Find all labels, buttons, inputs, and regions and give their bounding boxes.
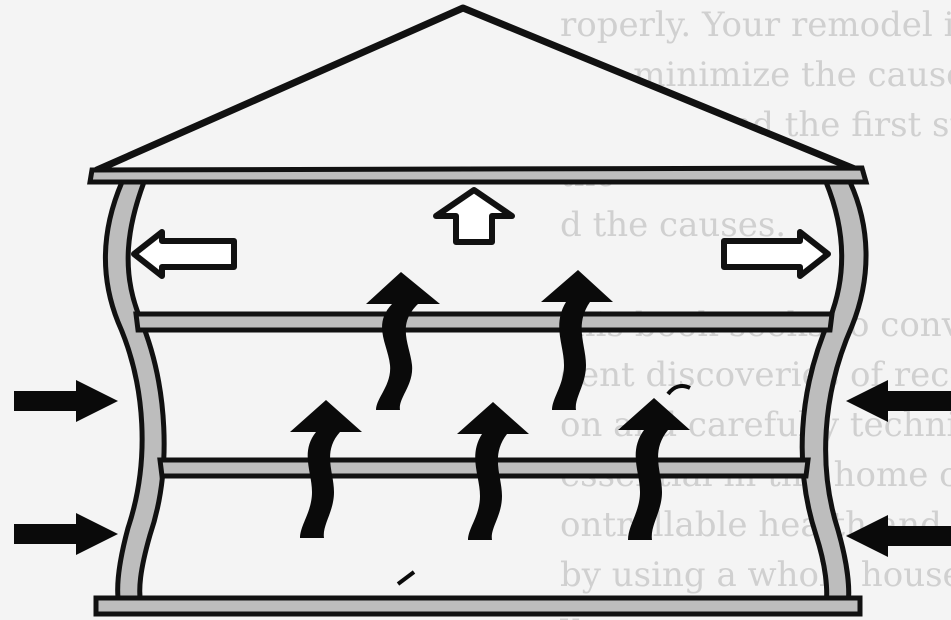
left-pointing-arrow-icon <box>846 380 951 422</box>
arrow-flick-mark <box>668 386 690 394</box>
up-hollow-arrow-icon <box>436 190 512 242</box>
hollow-arrows <box>134 190 828 276</box>
roof-eave-band <box>90 168 866 182</box>
wavy-up-arrow-icon <box>366 272 440 410</box>
ground-floor <box>96 598 860 614</box>
right-pointing-arrow-icon <box>14 380 118 422</box>
left-pointing-arrow-icon <box>846 515 951 557</box>
roof <box>90 8 866 182</box>
right-hollow-arrow-icon <box>724 232 828 276</box>
stray-mark <box>398 572 414 584</box>
left-hollow-arrow-icon <box>134 232 234 276</box>
roof-gable <box>92 8 862 178</box>
right-pointing-arrow-icon <box>14 513 118 555</box>
upper-floor <box>136 314 832 330</box>
wavy-up-arrow-icon <box>541 270 613 410</box>
